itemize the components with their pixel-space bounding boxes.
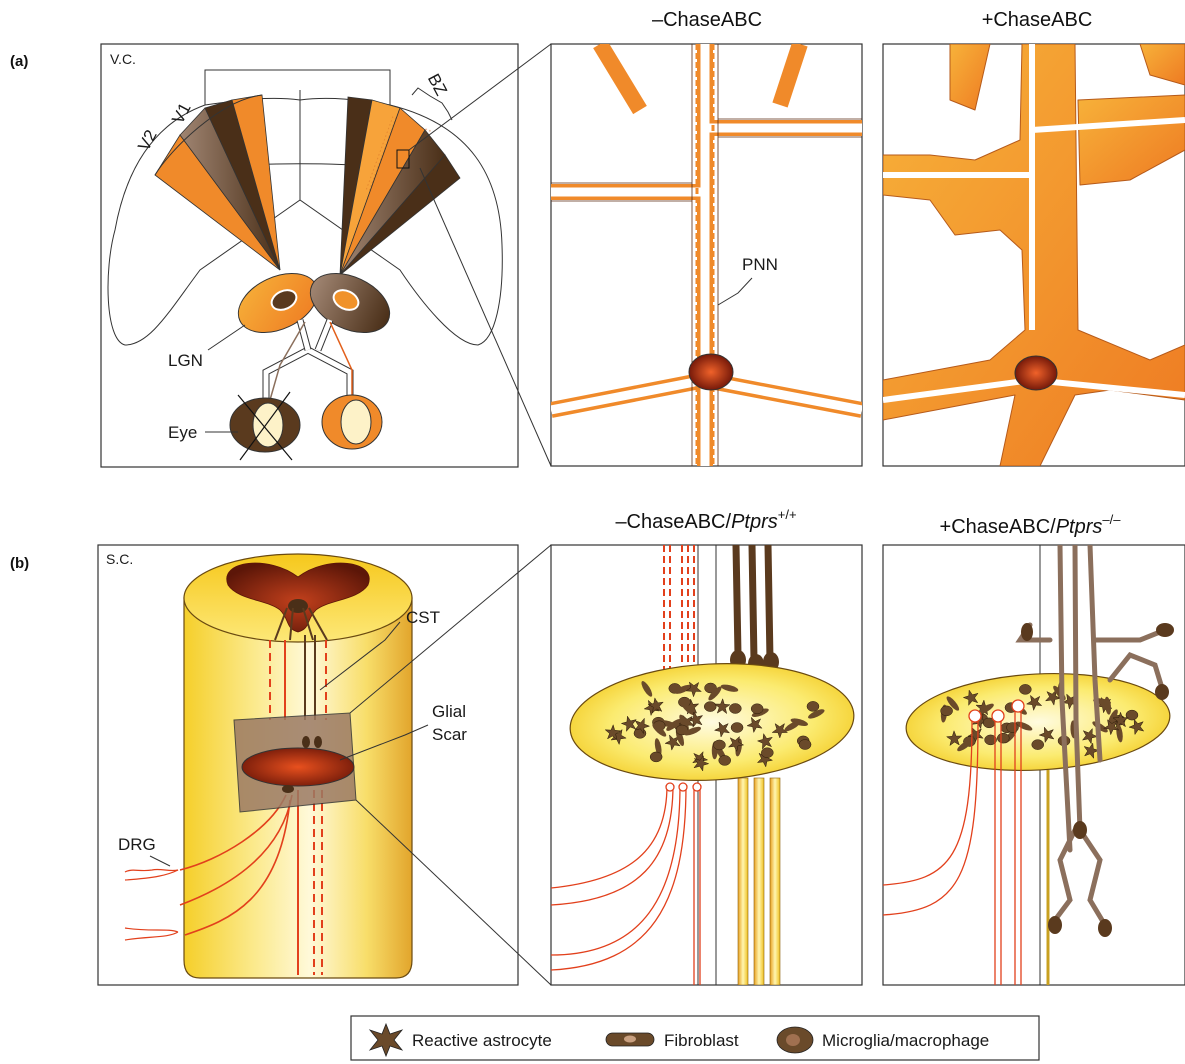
microglia-cell — [731, 723, 743, 733]
minus-title-b: Ptprs — [731, 511, 778, 533]
legend-astrocyte: Reactive astrocyte — [412, 1031, 552, 1050]
microglia-cell — [799, 740, 811, 750]
glial-label-1: Glial — [432, 702, 466, 721]
vc-label: V.C. — [110, 51, 136, 67]
eye-label: Eye — [168, 423, 197, 442]
plus-chase-ptprs-title: +ChaseABC/Ptprs–/– — [940, 512, 1122, 538]
legend-fibroblast: Fibroblast — [664, 1031, 739, 1050]
microglia-cell — [713, 740, 725, 750]
plus-chase-title: +ChaseABC — [982, 9, 1093, 31]
eye-right — [322, 395, 382, 449]
minus-chase-title: –ChaseABC — [652, 9, 762, 31]
lgn-label: LGN — [168, 351, 203, 370]
plus-title-c: –/– — [1102, 512, 1121, 527]
microglia-cell — [1126, 710, 1138, 720]
microglia-cell — [941, 706, 953, 716]
minus-chase-ptprs-title: –ChaseABC/Ptprs+/+ — [615, 507, 796, 533]
plus-title-a: +ChaseABC/ — [940, 516, 1057, 538]
panel-b-letter: (b) — [10, 555, 29, 572]
microglia-cell — [807, 701, 819, 711]
microglia-cell — [719, 755, 731, 765]
panel-a-letter: (a) — [10, 53, 28, 70]
microglia-icon — [777, 1027, 813, 1053]
microglia-cell — [704, 702, 716, 712]
microglia-cell — [751, 704, 763, 714]
pnn-minus-chase-panel: PNN — [551, 44, 862, 466]
scar-minus-chase-panel — [551, 545, 862, 985]
cst-label: CST — [406, 608, 440, 627]
pnn-label: PNN — [742, 255, 778, 274]
minus-title-a: –ChaseABC/ — [615, 511, 731, 533]
scar-plus-chase-panel — [883, 545, 1185, 985]
microglia-cell — [729, 703, 741, 713]
spinal-cord-panel: S.C. — [98, 545, 518, 985]
microglia-cell — [761, 748, 773, 758]
legend: Reactive astrocyte Fibroblast Microglia/… — [351, 1016, 1039, 1060]
visual-cortex-panel: V.C. V2 V1 BZ — [101, 44, 518, 467]
microglia-cell — [1019, 684, 1031, 694]
glial-label-2: Scar — [432, 725, 467, 744]
glial-scar — [242, 748, 354, 786]
pnn-plus-chase-panel — [883, 44, 1185, 466]
yellow-axons — [738, 778, 780, 985]
neuron-cell — [689, 354, 733, 390]
sc-label: S.C. — [106, 551, 133, 567]
legend-microglia: Microglia/macrophage — [822, 1031, 989, 1050]
minus-title-c: +/+ — [778, 507, 797, 522]
microglia-cell — [1032, 740, 1044, 750]
microglia-cell — [997, 733, 1009, 743]
plus-title-b: Ptprs — [1056, 516, 1103, 538]
microglia-cell — [650, 752, 662, 762]
drg-label: DRG — [118, 835, 156, 854]
fibroblast-icon — [606, 1033, 654, 1046]
neuron-cell-plus — [1015, 356, 1057, 390]
microglia-cell — [1007, 722, 1019, 732]
